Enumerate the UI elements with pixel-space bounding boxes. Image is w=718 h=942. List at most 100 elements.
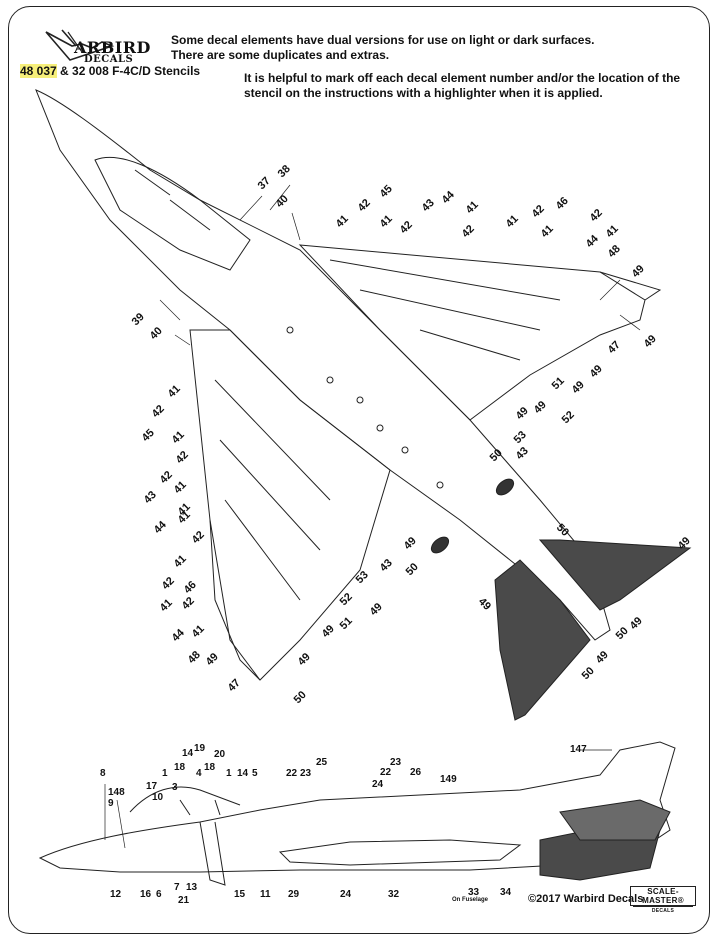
callout: 42 [160,575,177,592]
callout: 49 [320,623,337,640]
callout: 46 [182,579,199,596]
callout: 45 [378,183,395,200]
callout: 37 [256,175,273,192]
callout: 20 [214,749,226,760]
callout: 43 [514,445,531,462]
callout: 41 [464,199,481,216]
scalemaster-sub: DECALS [633,906,693,916]
callout: 49 [588,363,605,380]
callout: 50 [580,665,597,682]
callout: 50 [554,522,571,539]
callout: 40 [148,325,165,342]
callout: 41 [504,213,521,230]
brand-subtitle: DECALS [84,54,134,65]
callout: 49 [296,651,313,668]
kit-title: 48 037 & 32 008 F-4C/D Stencils [16,63,204,79]
callout: 43 [378,557,395,574]
callout: 47 [226,677,243,694]
side-view-callout-numbers: 8 148 9 17 10 1 3 14 19 18 20 18 4 1 14 … [100,743,587,906]
callout: 51 [338,615,355,632]
callout: 3 [172,782,178,793]
callout: 40 [274,193,291,210]
callout: 24 [372,779,384,790]
note-highlighter: It is helpful to mark off each decal ele… [244,71,681,100]
callout: 42 [530,203,547,220]
callout: 38 [276,163,293,180]
callout: 8 [100,768,106,779]
callout: 14 [237,768,249,779]
callout: 41 [158,597,175,614]
callout: 48 [606,243,623,260]
callout: 41 [604,223,621,240]
callout: 49 [570,379,587,396]
warbird-silhouette-icon [45,29,115,61]
callout: 50 [488,447,505,464]
callout: 53 [512,429,529,446]
top-view-aircraft [35,89,692,721]
scalemaster-logo: SCALE-MASTER® DECALS [630,886,696,914]
callout: 18 [204,762,216,773]
callout: 1 [162,768,168,779]
callout: 12 [110,889,122,900]
callout: 41 [166,383,183,400]
callout: 10 [152,792,164,803]
callout: 14 [182,748,194,759]
callout: 49 [476,596,493,613]
callout: 50 [614,625,631,642]
callout: 42 [158,469,175,486]
callout: 41 [190,623,207,640]
callout: 19 [194,743,206,754]
callout: 9 [108,798,114,809]
callout: 49 [642,333,659,350]
kit-number-rest: & 32 008 F-4C/D Stencils [60,64,201,78]
callout: 23 [390,757,402,768]
callout: 24 [340,889,352,900]
callout: 42 [460,223,477,240]
callout: 46 [554,195,571,212]
callout: 29 [288,889,300,900]
callout: 42 [588,207,605,224]
callout: 23 [300,768,312,779]
scalemaster-label: SCALE-MASTER [642,887,679,905]
callout: 18 [174,762,186,773]
callout: 147 [570,744,587,755]
callout: 7 [174,882,180,893]
callout: 42 [174,449,191,466]
kit-number-highlight: 48 037 [20,64,57,78]
callout: 42 [398,219,415,236]
callout: 5 [252,768,258,779]
callout: 49 [368,601,385,618]
callout: 49 [514,405,531,422]
callout: 16 [140,889,152,900]
callout: 52 [560,409,577,426]
callout: 51 [550,375,567,392]
on-fuselage-note: On Fuselage [452,897,489,903]
callout: 43 [142,489,159,506]
callout: 15 [234,889,246,900]
copyright-text: ©2017 Warbird Decals [528,893,644,905]
callout: 39 [130,311,147,328]
callout: 41 [334,213,351,230]
note-dual-versions: Some decal elements have dual versions f… [171,33,595,47]
callout: 44 [152,518,170,536]
callout: 47 [606,339,623,356]
callout: 45 [140,427,157,444]
side-view-aircraft [38,741,676,886]
callout: 4 [196,768,202,779]
callout: 21 [178,895,190,906]
callout: 49 [630,263,647,280]
callout: 44 [170,626,188,644]
callout: 148 [108,787,125,798]
callout: 42 [356,197,373,214]
callout: 44 [440,188,458,206]
callout: 32 [388,889,400,900]
callout: 49 [402,535,419,552]
callout: 49 [532,399,549,416]
callout: 50 [404,561,421,578]
callout: 6 [156,889,162,900]
callout: 34 [500,887,512,898]
callout: 44 [584,232,602,250]
callout: 49 [204,651,221,668]
callout-leaders [104,184,641,849]
